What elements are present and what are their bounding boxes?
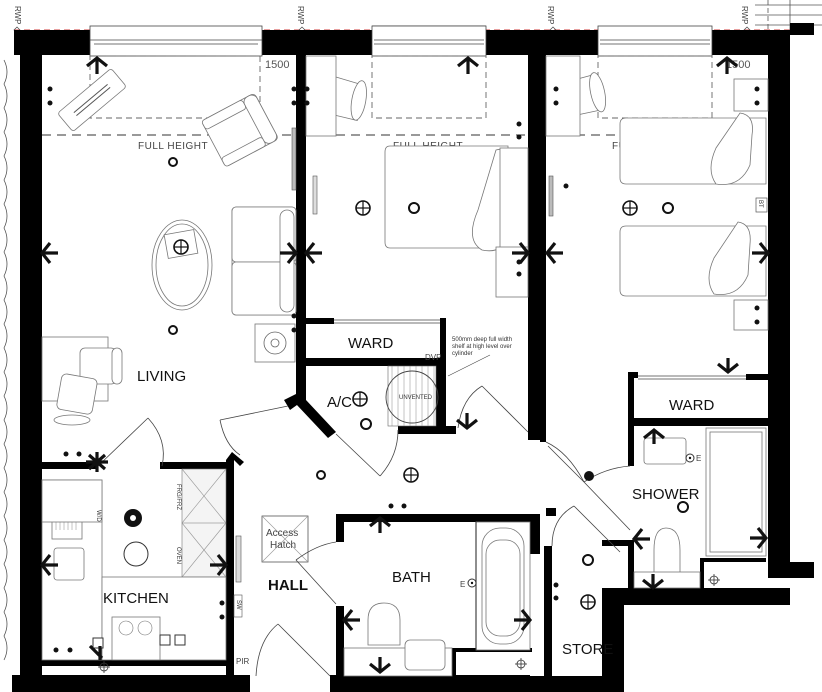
room-label-airing-cupboard: A/C [327,394,352,411]
room-label-shower: SHOWER [632,486,700,503]
shelf-note: cylinder [452,351,473,357]
extract-fan-label: E [696,454,701,463]
rwp-label: RWP [546,6,555,25]
windows [89,25,713,57]
light-point-icon [173,239,189,255]
light-point-icon [403,467,419,483]
ceiling-fittings [98,157,720,673]
washer-dryer-label: W/D [95,510,101,522]
rainwater-pipe-labels: RWP RWP RWP RWP [13,6,751,34]
bath-fittings [343,521,531,677]
electrical-sockets [47,86,760,653]
shower-fittings [633,427,767,589]
bt-socket-label: BT [757,200,763,208]
dimension-label: 1500 [265,59,289,71]
pir-label: PIR [236,657,250,666]
external-cladding-edge [3,59,8,661]
access-hatch-label: Hatch [270,540,296,551]
switch-label: SW [235,600,241,610]
light-point-icon [352,391,368,407]
cylinder: UNVENTED [385,365,439,427]
room-label-kitchen: KITCHEN [103,590,169,607]
room-label-bath: BATH [392,569,431,586]
fridge-freezer-label: FRG/FRZ [175,484,181,510]
dvp-label: DVP [425,353,441,362]
rwp-label: RWP [296,6,305,25]
room-label-living: LIVING [137,368,186,385]
ward-left [334,319,440,324]
bedroom-2-furniture: BT [545,55,769,331]
oven-label: OVEN [175,547,181,564]
living-furniture [41,69,297,426]
doors [97,385,631,677]
light-point-icon [580,594,596,610]
kitchen-units [41,468,227,661]
cylinder-label: UNVENTED [399,395,433,401]
shelf-note: 500mm deep full width [452,337,512,343]
room-label-ward-right: WARD [669,397,714,414]
adjacent-structure [755,0,822,35]
light-point-icon [622,200,638,216]
access-hatch-label: Access [266,528,298,539]
access-hatch [261,515,309,563]
room-label-hall: HALL [268,577,308,594]
walls [12,30,814,692]
shelf-note: shelf at high level over [452,344,512,350]
room-label-ward-left: WARD [348,335,393,352]
full-height-label: FULL HEIGHT [138,141,208,152]
room-label-store: STORE [562,641,613,658]
bedroom-1-furniture [305,55,529,298]
direction-arrows [39,55,771,675]
light-point-icon [355,200,371,216]
extract-fan-label: E [460,580,465,589]
rwp-label: RWP [740,6,749,25]
wall-panels: SW [233,127,554,618]
rwp-label: RWP [13,6,22,25]
